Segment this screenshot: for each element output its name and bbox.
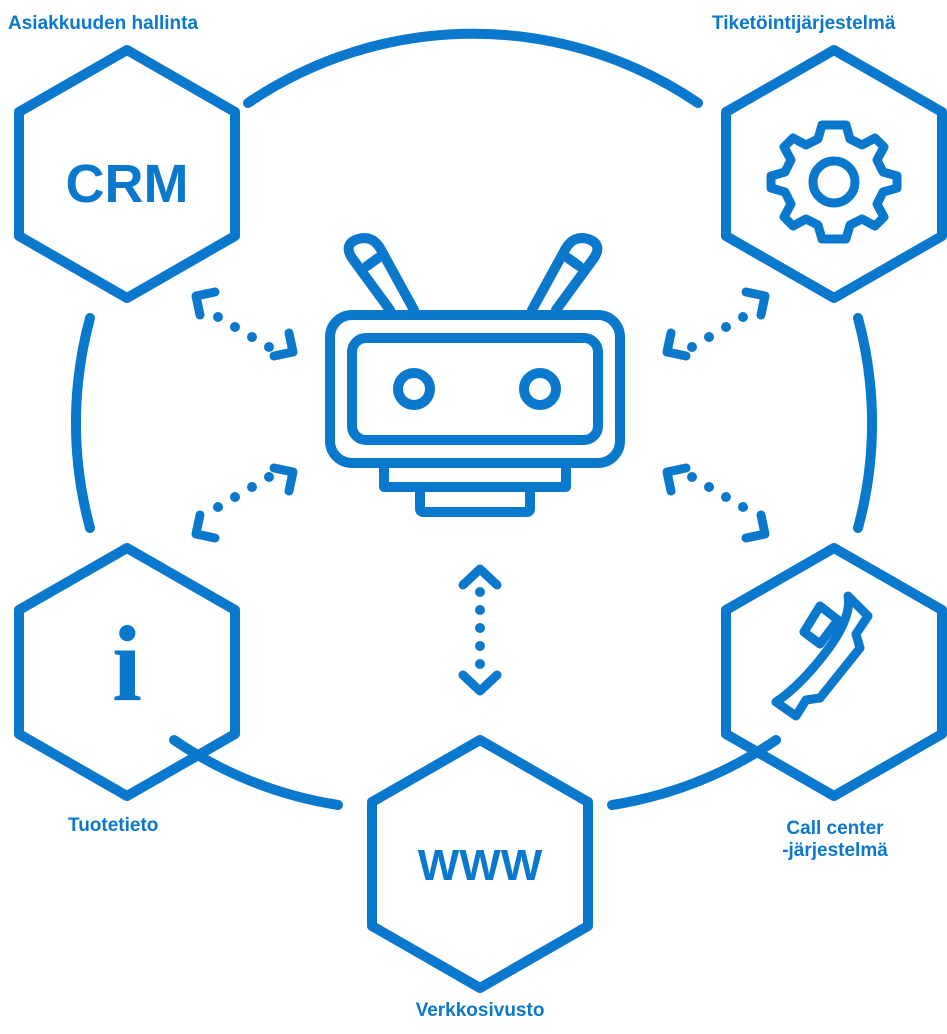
label-call-center-line1: Call center [786, 818, 884, 839]
website-hexagon [367, 735, 593, 993]
phone-handset-icon [771, 591, 873, 721]
label-website: Verkkosivusto [415, 1000, 545, 1021]
label-ticketing: Tiketöintijärjestelmä [712, 13, 896, 34]
robot-icon [325, 233, 625, 517]
call-center-hexagon [721, 543, 947, 801]
label-product-info: Tuotetieto [68, 815, 159, 836]
www-text-icon: WWW [418, 841, 543, 890]
product-info-hexagon [14, 543, 240, 801]
connector-dots [213, 312, 748, 669]
crm-hexagon [14, 45, 240, 303]
outer-ring [71, 28, 877, 810]
label-call-center-line2: -järjestelmä [782, 840, 888, 861]
crm-text-icon: CRM [66, 154, 189, 214]
info-icon: i [112, 605, 142, 724]
gear-icon [766, 120, 902, 244]
label-crm: Asiakkuuden hallinta [8, 13, 199, 34]
connector-arrowheads [191, 287, 770, 696]
ticketing-hexagon [721, 45, 947, 303]
